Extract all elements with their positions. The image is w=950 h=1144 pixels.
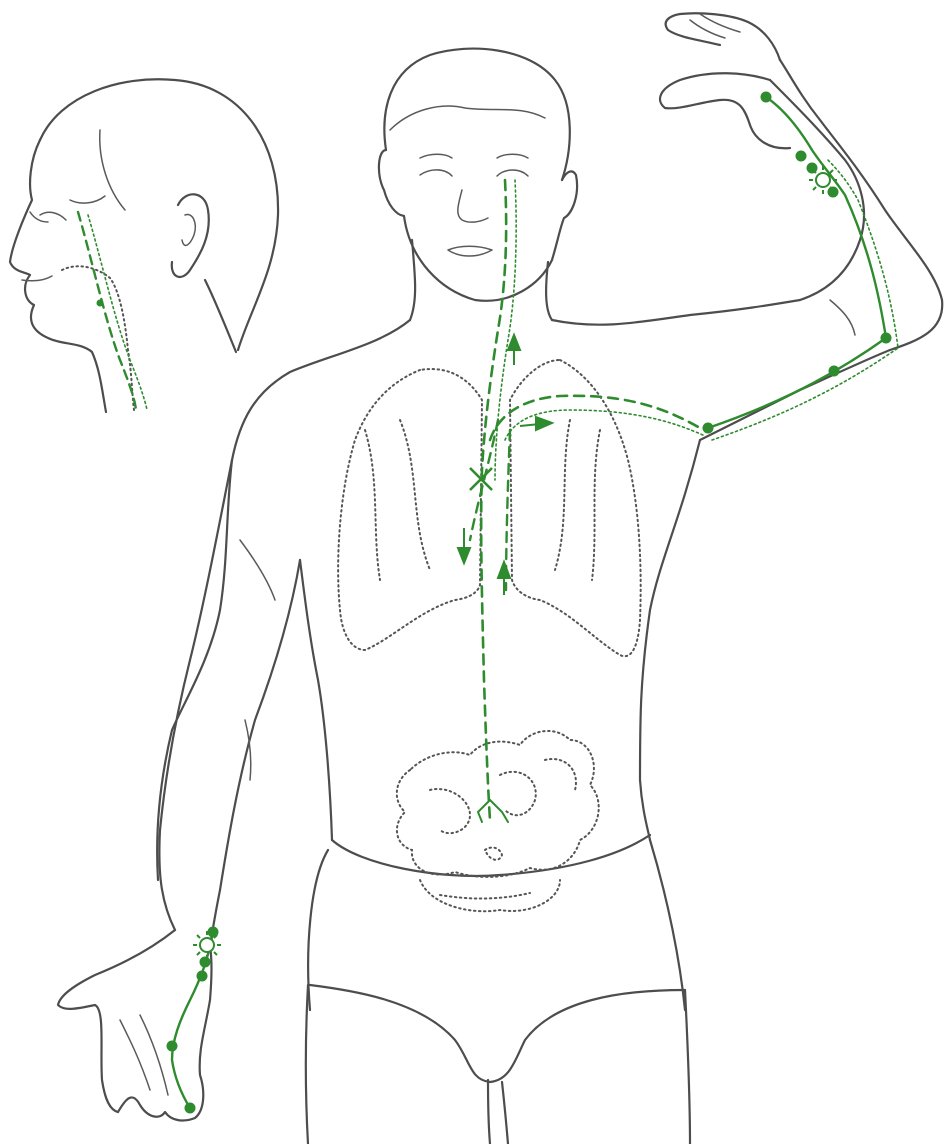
acupoint-dot — [200, 957, 211, 968]
arrow-down-chest — [458, 528, 470, 563]
chest-to-arm-dashed — [490, 396, 700, 440]
acupoint-dot — [185, 1103, 196, 1114]
arrow-up-neck — [508, 335, 520, 365]
ascending-branch — [506, 430, 510, 590]
acupoint-dot — [828, 187, 839, 198]
arm-channel-solid — [708, 97, 886, 428]
lungs — [338, 360, 641, 656]
side-head-channel-2 — [88, 215, 147, 410]
acupoint-dot — [97, 300, 104, 307]
acupoint-dot — [197, 971, 208, 982]
side-head-view — [10, 79, 278, 412]
acupoint-dot — [761, 92, 772, 103]
acupoint-dot — [796, 151, 807, 162]
side-head-channel-1 — [78, 212, 136, 410]
central-channel-dashed — [481, 180, 506, 820]
acupoint-dot — [167, 1041, 178, 1052]
arrow-up-abdomen — [498, 562, 510, 595]
flow-arrows — [458, 335, 552, 595]
acupoint-dot — [703, 423, 714, 434]
intestines — [397, 731, 599, 911]
abdomen-split-right — [490, 800, 508, 822]
acupoint-dot — [829, 366, 840, 377]
acupoints — [97, 92, 892, 1114]
acupoint-dot — [881, 333, 892, 344]
